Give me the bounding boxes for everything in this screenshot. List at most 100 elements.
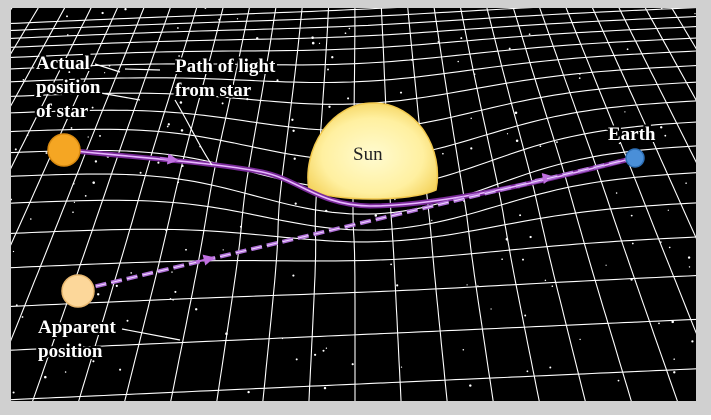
light-path-arrow-1: [159, 153, 179, 165]
background-star-dot: [579, 338, 581, 341]
background-star-dot: [460, 37, 463, 40]
background-star-dot: [292, 129, 295, 132]
background-star-dot: [167, 123, 170, 126]
background-star-dot: [322, 349, 325, 352]
grid-line-horizontal: [11, 37, 696, 70]
grid-line-converging: [565, 8, 696, 334]
background-star-dot: [626, 48, 629, 51]
background-star-dot: [457, 60, 459, 63]
grid-line-converging: [78, 8, 198, 401]
grid-line-converging: [32, 8, 171, 401]
background-star-dot: [524, 314, 527, 317]
background-star-dot: [174, 290, 177, 293]
background-star-dot: [87, 136, 89, 138]
background-star-dot: [325, 347, 328, 349]
background-star-dot: [673, 358, 675, 360]
background-star-dot: [544, 279, 547, 282]
background-star-dot: [12, 250, 15, 253]
background-star-dot: [347, 97, 350, 100]
background-star-dot: [615, 192, 618, 194]
background-star-dot: [126, 319, 129, 322]
grid-line-converging: [308, 8, 330, 401]
grid-line-horizontal: [11, 236, 696, 269]
background-star-dot: [624, 111, 626, 113]
background-star-dot: [195, 308, 198, 311]
background-star-dot: [631, 242, 634, 245]
actual-position-line-2: position: [36, 77, 101, 98]
background-star-dot: [691, 340, 694, 343]
background-star-dot: [48, 107, 51, 110]
grid-line-converging: [11, 8, 145, 342]
background-star-dot: [667, 209, 669, 211]
background-star-dot: [605, 264, 607, 266]
background-star-dot: [344, 32, 347, 35]
grid-line-converging: [486, 8, 586, 401]
background-star-dot: [327, 68, 329, 71]
background-star-dot: [92, 360, 95, 363]
apparent-position-line-1: Apparent: [38, 317, 116, 338]
label-apparent-position: Apparent position: [36, 315, 118, 364]
grid-line-horizontal: [11, 65, 696, 105]
background-star-dot: [180, 129, 184, 132]
background-star-dot: [64, 371, 67, 373]
background-star-dot: [673, 371, 676, 374]
background-star-dot: [390, 263, 392, 266]
sun-label: Sun: [353, 144, 383, 165]
grid-line-converging: [407, 8, 448, 401]
grid-line-converging: [618, 8, 696, 164]
actual-star: [47, 133, 81, 167]
apparent-position-line-2: position: [38, 341, 103, 362]
grid-line-converging: [644, 8, 696, 101]
background-star-dot: [394, 198, 396, 201]
background-star-dot: [92, 181, 95, 184]
background-star-dot: [578, 77, 581, 79]
background-star-dot: [469, 384, 472, 387]
background-star-dot: [462, 348, 465, 351]
background-star-dot: [659, 126, 663, 129]
background-star-dot: [323, 386, 327, 390]
grid-line-converging: [124, 8, 224, 401]
background-star-dot: [178, 55, 180, 57]
background-star-dot: [508, 47, 511, 50]
background-star-dot: [157, 161, 160, 164]
background-star-dot: [514, 111, 518, 115]
background-star-dot: [311, 41, 315, 45]
grid-line-horizontal: [11, 15, 696, 48]
background-star-dot: [442, 152, 444, 155]
background-star-dot: [166, 125, 169, 128]
background-star-dot: [549, 366, 552, 369]
background-star-dot: [556, 141, 558, 143]
background-star-dot: [348, 27, 351, 30]
background-star-dot: [293, 157, 296, 160]
background-star-dot: [70, 127, 73, 129]
background-star-dot: [221, 102, 224, 105]
grid-line-converging: [591, 8, 696, 240]
background-star-dot: [466, 284, 468, 286]
background-star-dot: [688, 266, 691, 268]
label-path-of-light: Path of light from star: [173, 54, 278, 103]
background-star-dot: [374, 214, 378, 217]
background-star-dot: [171, 271, 173, 273]
background-star-dot: [177, 27, 179, 29]
background-star-dot: [668, 246, 671, 249]
background-star-dot: [179, 101, 183, 104]
background-star-dot: [501, 258, 503, 260]
path-of-light-leader: [174, 99, 213, 166]
actual-position-line-1: Actual: [36, 53, 90, 74]
grid-line-converging: [11, 8, 92, 170]
grid-line-horizontal: [11, 368, 696, 401]
apparent-path-arrow: [195, 254, 215, 266]
background-star-dot: [671, 320, 674, 324]
background-star-dot: [618, 142, 621, 145]
background-star-dot: [236, 18, 239, 20]
grid-line-converging: [170, 8, 250, 401]
grid-line-horizontal: [11, 318, 696, 351]
background-star-dot: [630, 214, 633, 217]
grid-line-converging: [433, 8, 494, 401]
background-star-dot: [44, 375, 47, 379]
background-star-dot: [399, 91, 403, 94]
background-star-dot: [222, 249, 224, 251]
background-star-dot: [104, 72, 106, 74]
